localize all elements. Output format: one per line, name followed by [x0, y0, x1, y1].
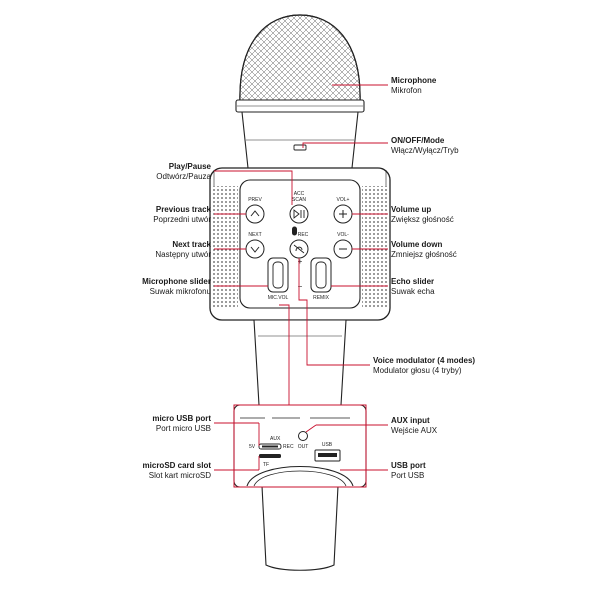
label-subtitle: Suwak mikrofonu [149, 287, 211, 296]
label-title: USB port [391, 461, 426, 470]
remix-label: REMIX [313, 295, 330, 301]
usb-label: USB [322, 442, 333, 448]
label-title: Previous track [155, 205, 211, 214]
speaker-grille-right [362, 186, 388, 308]
mic-icon [292, 226, 297, 236]
label-aux: AUX input Wejście AUX [391, 416, 437, 436]
plus-icon [339, 210, 347, 218]
handle-lower [261, 485, 339, 571]
label-subtitle: Następny utwór [155, 250, 211, 259]
plus-label: + [298, 257, 303, 266]
label-title: Voice modulator (4 modes) [373, 356, 476, 365]
callout-lines [214, 84, 388, 471]
handle-upper [253, 319, 347, 406]
label-voldown: Volume down Zmniejsz głośność [391, 240, 457, 260]
label-subtitle: Suwak echa [391, 287, 435, 296]
voice-modulator-button[interactable] [289, 239, 309, 259]
mic-grille [239, 14, 361, 104]
chevron-down-icon [250, 246, 260, 253]
label-microphone: Microphone Mikrofon [391, 76, 436, 96]
next-button[interactable] [245, 239, 265, 259]
label-next: Next track Następny utwór [155, 240, 211, 260]
label-subtitle: Odtwórz/Pauza [156, 172, 211, 181]
power-button-nub[interactable] [293, 144, 307, 151]
play-pause-button[interactable] [289, 204, 309, 224]
label-subtitle: Mikrofon [391, 86, 422, 95]
label-subtitle: Wejście AUX [391, 426, 438, 435]
label-subtitle: Slot kart microSD [148, 471, 211, 480]
label-title: microSD card slot [142, 461, 211, 470]
volminus-label: VOL- [337, 232, 349, 238]
next-label: NEXT [248, 232, 261, 238]
label-echo: Echo slider Suwak echa [391, 277, 435, 297]
label-title: Next track [172, 240, 211, 249]
label-subtitle: Włącz/Wyłącz/Tryb [391, 146, 459, 155]
volplus-label: VOL+ [337, 197, 350, 203]
voice-modulator-icon [293, 244, 305, 254]
minus-label: − [298, 282, 303, 291]
micro-usb-port[interactable] [258, 443, 282, 450]
rec-switch-label: REC [283, 444, 294, 450]
label-title: Volume up [391, 205, 432, 214]
label-subtitle: Port micro USB [155, 424, 211, 433]
label-title: Volume down [391, 240, 443, 249]
label-title: Echo slider [391, 277, 435, 286]
speaker-grille-left [212, 186, 238, 308]
volume-down-button[interactable] [333, 239, 353, 259]
label-title: Microphone slider [142, 277, 211, 286]
acc-label: ACC [294, 191, 305, 197]
label-subtitle: Poprzedni utwór [153, 215, 211, 224]
label-title: Microphone [391, 76, 437, 85]
ports-callout-box [233, 404, 367, 488]
prev-button[interactable] [245, 204, 265, 224]
label-playpause: Play/Pause Odtwórz/Pauza [156, 162, 211, 182]
label-title: ON/OFF/Mode [391, 136, 445, 145]
prev-label: PREV [248, 197, 262, 203]
label-title: micro USB port [152, 414, 211, 423]
record-indicator [292, 226, 297, 236]
microsd-slot[interactable] [259, 454, 281, 458]
chevron-up-icon [250, 210, 260, 217]
label-title: Play/Pause [168, 162, 211, 171]
volume-up-button[interactable] [333, 204, 353, 224]
tf-label: TF [263, 462, 269, 468]
label-prev: Previous track Poprzedni utwór [153, 205, 211, 225]
label-volup: Volume up Zwiększ głośność [391, 205, 454, 225]
label-subtitle: Zmniejsz głośność [391, 250, 457, 259]
dc-label: 5V [249, 444, 256, 450]
echo-slider[interactable] [310, 257, 332, 293]
scan-label: SCAN [292, 197, 306, 203]
label-subtitle: Port USB [391, 471, 425, 480]
out-label: OUT [298, 444, 309, 450]
label-onoff: ON/OFF/Mode Włącz/Wyłącz/Tryb [391, 136, 459, 156]
usb-port[interactable] [314, 449, 341, 462]
label-usb: USB port Port USB [391, 461, 426, 481]
label-microusb: micro USB port Port micro USB [152, 414, 211, 434]
label-modulator: Voice modulator (4 modes) Modulator głos… [373, 356, 475, 376]
play-pause-icon [293, 209, 305, 219]
label-subtitle: Zwiększ głośność [391, 215, 454, 224]
micvol-label: MIC.VOL [268, 295, 289, 301]
label-micslider: Microphone slider Suwak mikrofonu [142, 277, 211, 297]
mic-volume-slider[interactable] [267, 257, 289, 293]
rec-label: REC [298, 232, 309, 238]
aux-switch-label: AUX [270, 436, 281, 442]
label-subtitle: Modulator głosu (4 tryby) [373, 366, 462, 375]
aux-jack[interactable] [298, 431, 308, 441]
label-title: AUX input [391, 416, 430, 425]
label-microsd: microSD card slot Slot kart microSD [143, 461, 211, 481]
